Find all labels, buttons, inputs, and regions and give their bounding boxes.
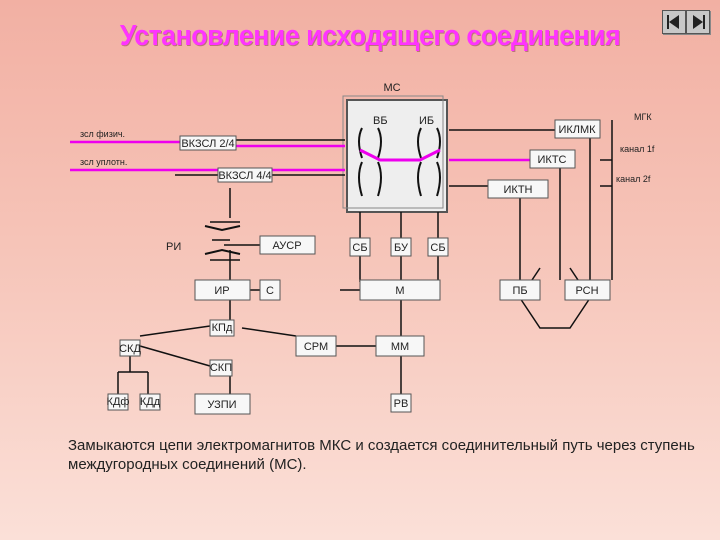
- ausr-label: АУСР: [272, 240, 301, 252]
- ir-box: [194, 279, 251, 301]
- m-label: М: [395, 285, 404, 297]
- srm-label: СРМ: [304, 341, 328, 353]
- ausr-box: [259, 235, 316, 255]
- skp-label: СКП: [210, 362, 232, 374]
- rv-box: [390, 393, 412, 413]
- uzpi-box: [194, 393, 251, 415]
- page-title: Установление исходящего соединения: [119, 20, 621, 52]
- ri-switch-icon: [204, 225, 241, 255]
- iklmk-label: ИКЛМК: [558, 124, 596, 136]
- srm-box: [295, 335, 337, 357]
- kdf-box: [107, 393, 129, 411]
- pb-label: ПБ: [512, 285, 527, 297]
- mm-box: [375, 335, 425, 357]
- mm-label: ММ: [391, 341, 409, 353]
- kanal1-label: канал 1f: [620, 144, 655, 154]
- zsl-uplotn-label: зсл уплотн.: [80, 157, 127, 167]
- ib-label: ИБ: [419, 115, 434, 127]
- kpd-label: КПд: [212, 322, 233, 334]
- kanal2-label: канал 2f: [616, 174, 651, 184]
- back-nav-button[interactable]: [662, 10, 686, 34]
- vkzsl24-label: ВКЗСЛ 2/4: [181, 138, 234, 150]
- kdd-label: КДд: [140, 396, 161, 408]
- skd-box: [119, 339, 141, 357]
- vkzsl44-label: ВКЗСЛ 4/4: [218, 170, 271, 182]
- sb2-label: СБ: [430, 242, 445, 254]
- sb1-box: [349, 237, 371, 257]
- kdd-box: [139, 393, 161, 411]
- vb-label: ВБ: [373, 115, 388, 127]
- vkzsl44-box: [217, 167, 273, 183]
- ir-label: ИР: [214, 285, 229, 297]
- m-box: [359, 279, 441, 301]
- kdf-label: КДф: [107, 396, 130, 408]
- forward-arrow-icon: [693, 15, 705, 29]
- zsl-fiz-label: зсл физич.: [80, 129, 125, 139]
- pb-box: [499, 279, 541, 301]
- ikts-box: [529, 149, 576, 169]
- mgk-label: МГК: [634, 112, 652, 122]
- back-arrow-icon: [667, 15, 679, 29]
- s-box: [259, 279, 281, 301]
- vkzsl24-box: [179, 135, 237, 151]
- sb2-box: [427, 237, 449, 257]
- ms-label: МС: [383, 82, 400, 94]
- bu-box: [390, 237, 412, 257]
- forward-nav-button[interactable]: [686, 10, 710, 34]
- caption-text: Замыкаются цепи электромагнитов МКС и со…: [68, 437, 695, 473]
- rsn-box: [564, 279, 611, 301]
- iktn-label: ИКТН: [504, 184, 533, 196]
- rv-label: РВ: [394, 398, 409, 410]
- skd-label: СКД: [119, 343, 141, 355]
- iklmk-box: [554, 119, 601, 139]
- sb1-label: СБ: [352, 242, 367, 254]
- bu-label: БУ: [394, 242, 409, 254]
- s-label: С: [266, 285, 274, 297]
- skp-box: [209, 359, 233, 377]
- kpd-box: [209, 319, 235, 337]
- rsn-label: РСН: [575, 285, 598, 297]
- uzpi-label: УЗПИ: [207, 399, 236, 411]
- ri-label: РИ: [166, 241, 181, 253]
- iktn-box: [487, 179, 549, 199]
- ikts-label: ИКТС: [538, 154, 567, 166]
